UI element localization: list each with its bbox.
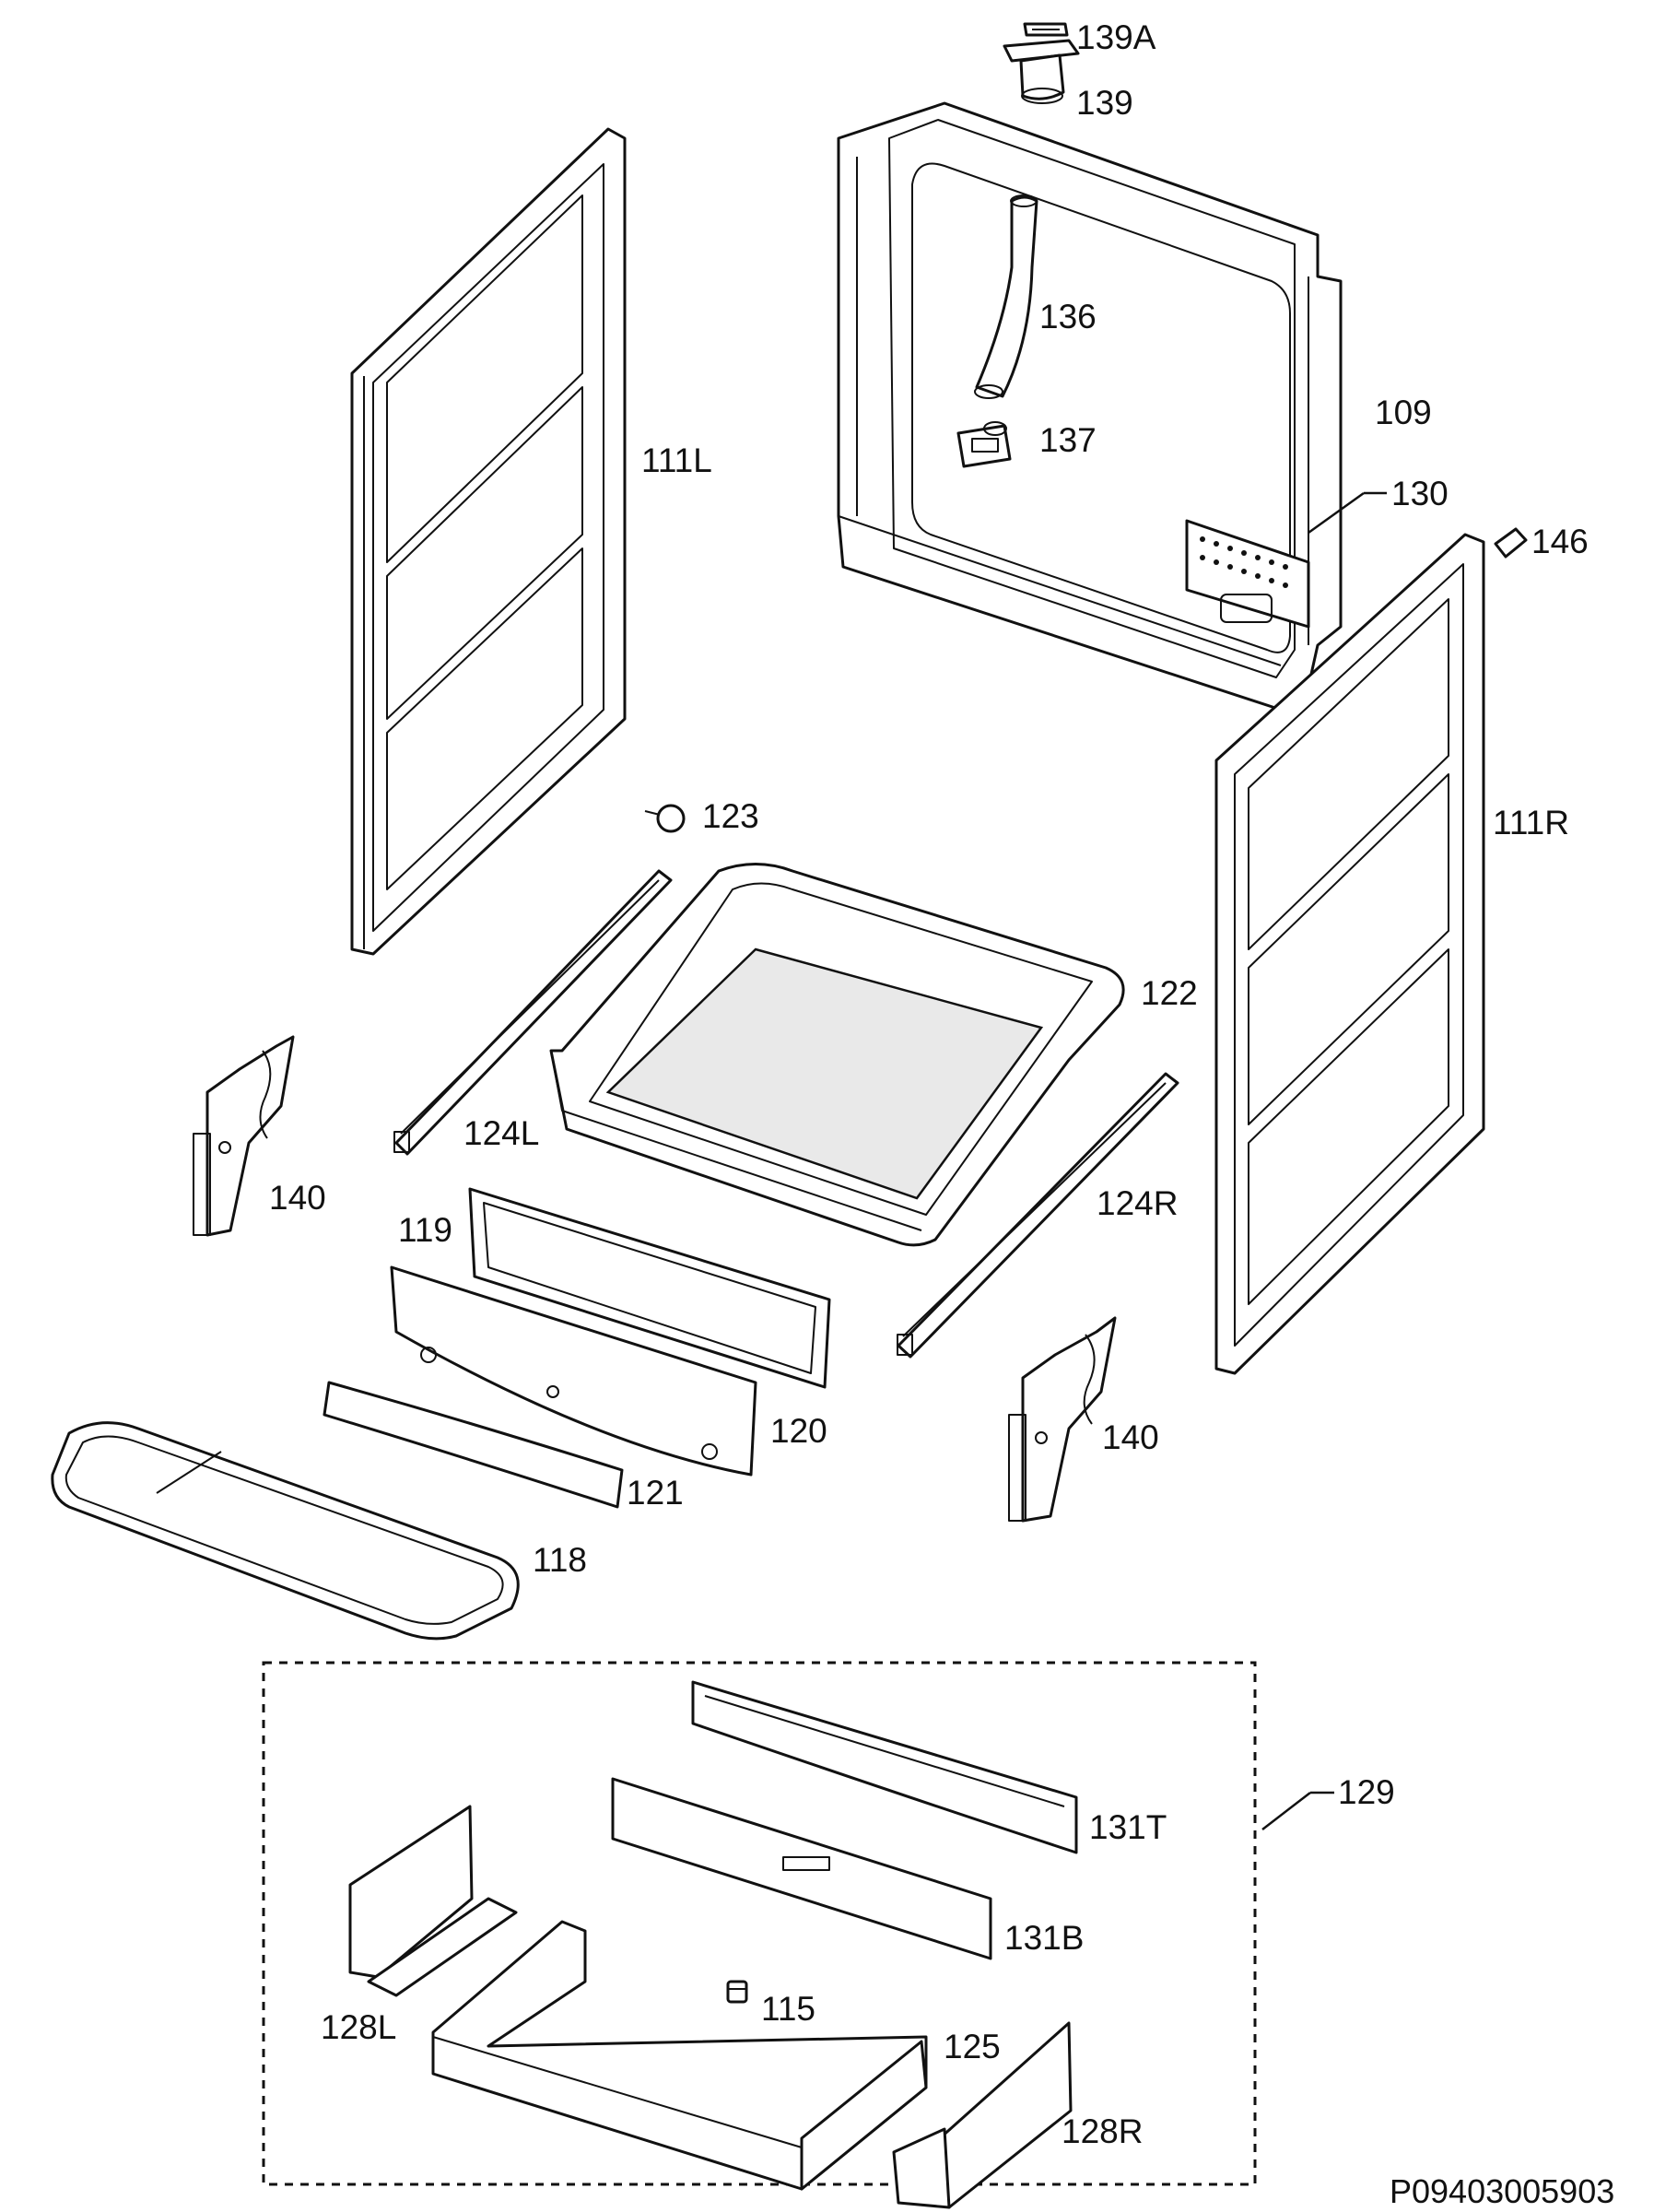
part-124r-drawing <box>897 1072 1179 1359</box>
label-130: 130 <box>1391 475 1449 512</box>
label-111r: 111R <box>1493 804 1569 841</box>
leader-lines <box>1261 491 1387 1830</box>
label-119: 119 <box>398 1211 452 1249</box>
part-120-drawing <box>390 1265 757 1477</box>
label-121: 121 <box>627 1474 684 1512</box>
label-131b: 131B <box>1004 1919 1084 1957</box>
label-137: 137 <box>1039 421 1097 459</box>
part-128l-drawing <box>348 1805 518 1997</box>
label-136: 136 <box>1039 298 1097 335</box>
part-146-drawing <box>1494 527 1528 559</box>
part-131t-drawing <box>691 1680 1078 1854</box>
part-122-drawing <box>549 863 1125 1247</box>
part-140-left-drawing <box>193 1035 295 1237</box>
part-109-drawing <box>837 101 1343 712</box>
label-124l: 124L <box>463 1114 539 1152</box>
part-130-drawing <box>1185 519 1310 629</box>
part-128r-drawing <box>892 2021 1073 2209</box>
part-124l-drawing <box>393 869 673 1156</box>
label-128r: 128R <box>1062 2112 1143 2150</box>
part-118-drawing <box>51 1421 520 1641</box>
part-125-drawing <box>431 1920 928 2191</box>
label-124r: 124R <box>1097 1184 1178 1222</box>
label-109: 109 <box>1375 394 1432 431</box>
part-131b-drawing <box>611 1777 992 1960</box>
part-115-drawing <box>726 1980 748 2004</box>
group-129-box <box>262 1661 1257 2186</box>
part-139-drawing <box>1003 39 1080 104</box>
label-139: 139 <box>1076 84 1133 122</box>
label-122: 122 <box>1141 974 1198 1012</box>
part-136-drawing <box>974 194 1038 399</box>
reference-code: P09403005903 <box>1390 2172 1614 2210</box>
label-111l: 111L <box>641 441 712 479</box>
part-139a-drawing <box>1023 22 1069 37</box>
label-123: 123 <box>702 797 759 835</box>
label-120: 120 <box>770 1412 827 1450</box>
label-115: 115 <box>761 1990 815 2028</box>
label-129: 129 <box>1338 1773 1395 1811</box>
label-131t: 131T <box>1089 1808 1167 1846</box>
label-139a: 139A <box>1076 18 1156 56</box>
label-140-left: 140 <box>269 1179 326 1217</box>
part-111l-drawing <box>350 127 627 956</box>
label-128l: 128L <box>321 2008 396 2046</box>
label-140-right: 140 <box>1102 1418 1159 1456</box>
label-118: 118 <box>533 1541 587 1579</box>
part-140-right-drawing <box>1008 1316 1117 1523</box>
part-119-drawing <box>468 1187 831 1389</box>
part-111r-drawing <box>1214 533 1485 1375</box>
label-146: 146 <box>1531 523 1589 560</box>
part-137-drawing <box>956 421 1012 468</box>
part-123-drawing <box>644 804 686 833</box>
part-121-drawing <box>323 1381 624 1509</box>
label-125: 125 <box>944 2028 1001 2065</box>
